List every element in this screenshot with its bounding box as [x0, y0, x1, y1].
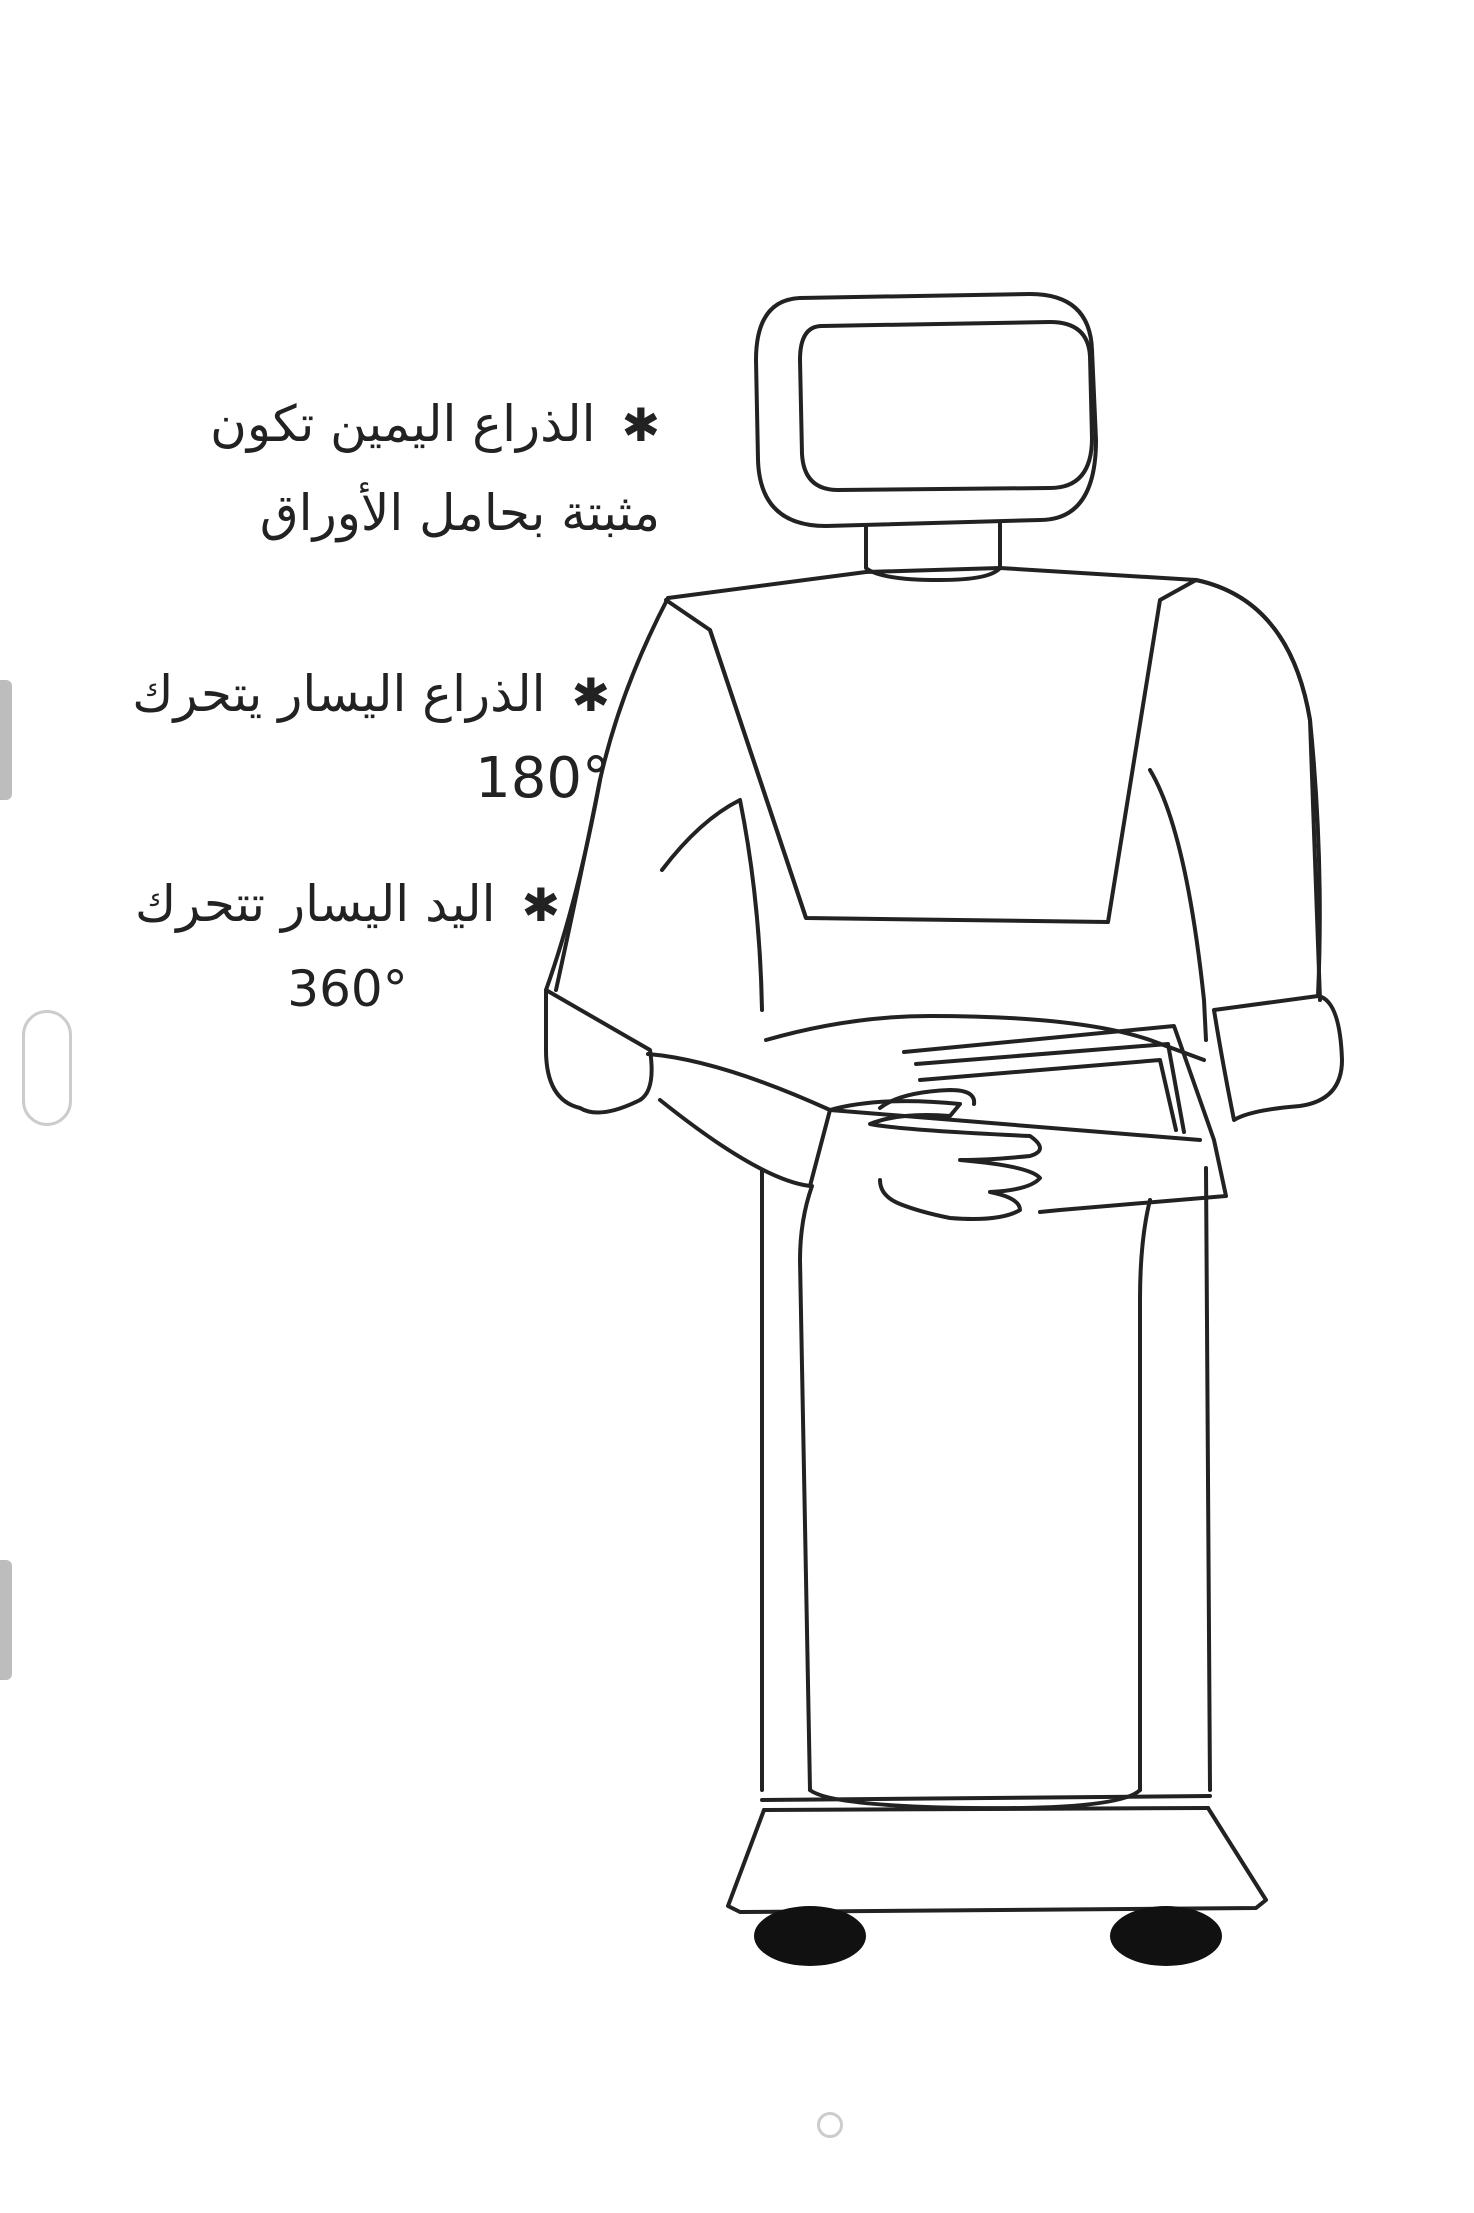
note-left-hand-line-1: اليد اليسار تتحرك	[135, 875, 496, 933]
robot-wheel-left	[754, 1906, 866, 1966]
asterisk-icon: ✱	[571, 668, 610, 722]
robot-right-arm	[1196, 580, 1320, 996]
robot-right-arm-inner	[1150, 770, 1206, 1040]
robot-head-outer	[756, 294, 1096, 526]
robot-base	[728, 1808, 1266, 1912]
robot-lower-body-right	[1206, 1168, 1210, 1790]
asterisk-icon: ✱	[521, 878, 560, 932]
home-indicator-icon[interactable]	[817, 2112, 843, 2138]
note-left-hand-angle: 360°	[135, 949, 560, 1029]
note-right-arm: ✱ الذراع اليمين تكون مثبتة بحامل الأوراق	[210, 380, 660, 557]
robot-chest-panel-inner	[710, 630, 806, 918]
note-left-arm-line-1: الذراع اليسار يتحرك	[132, 665, 545, 723]
robot-right-cuff	[1214, 996, 1342, 1120]
note-left-hand: ✱ اليد اليسار تتحرك 360°	[135, 860, 560, 1029]
note-left-arm: ✱ الذراع اليسار يتحرك 180°	[132, 650, 610, 819]
robot-waist	[766, 1016, 1204, 1060]
robot-lower-inner-right	[1140, 1200, 1150, 1790]
note-right-arm-line-2: مثبتة بحامل الأوراق	[210, 469, 660, 557]
robot-left-cuff	[546, 990, 652, 1113]
robot-wheel-right	[1110, 1906, 1222, 1966]
robot-left-arm-inner	[662, 800, 762, 1010]
floating-bubble-icon[interactable]	[22, 1010, 72, 1126]
scroll-edge-handle[interactable]	[0, 680, 12, 800]
note-right-arm-line-1: الذراع اليمين تكون	[210, 395, 595, 453]
robot-torso	[668, 568, 1320, 1000]
robot-screen	[800, 322, 1092, 490]
asterisk-icon: ✱	[621, 398, 660, 452]
robot-left-forearm	[648, 1054, 830, 1186]
robot-base-mid	[764, 1808, 1208, 1810]
robot-chest-panel	[666, 580, 1196, 922]
robot-lower-inner	[800, 1186, 812, 1790]
scroll-edge-handle[interactable]	[0, 1560, 12, 1680]
note-left-arm-angle: 180°	[132, 739, 610, 819]
